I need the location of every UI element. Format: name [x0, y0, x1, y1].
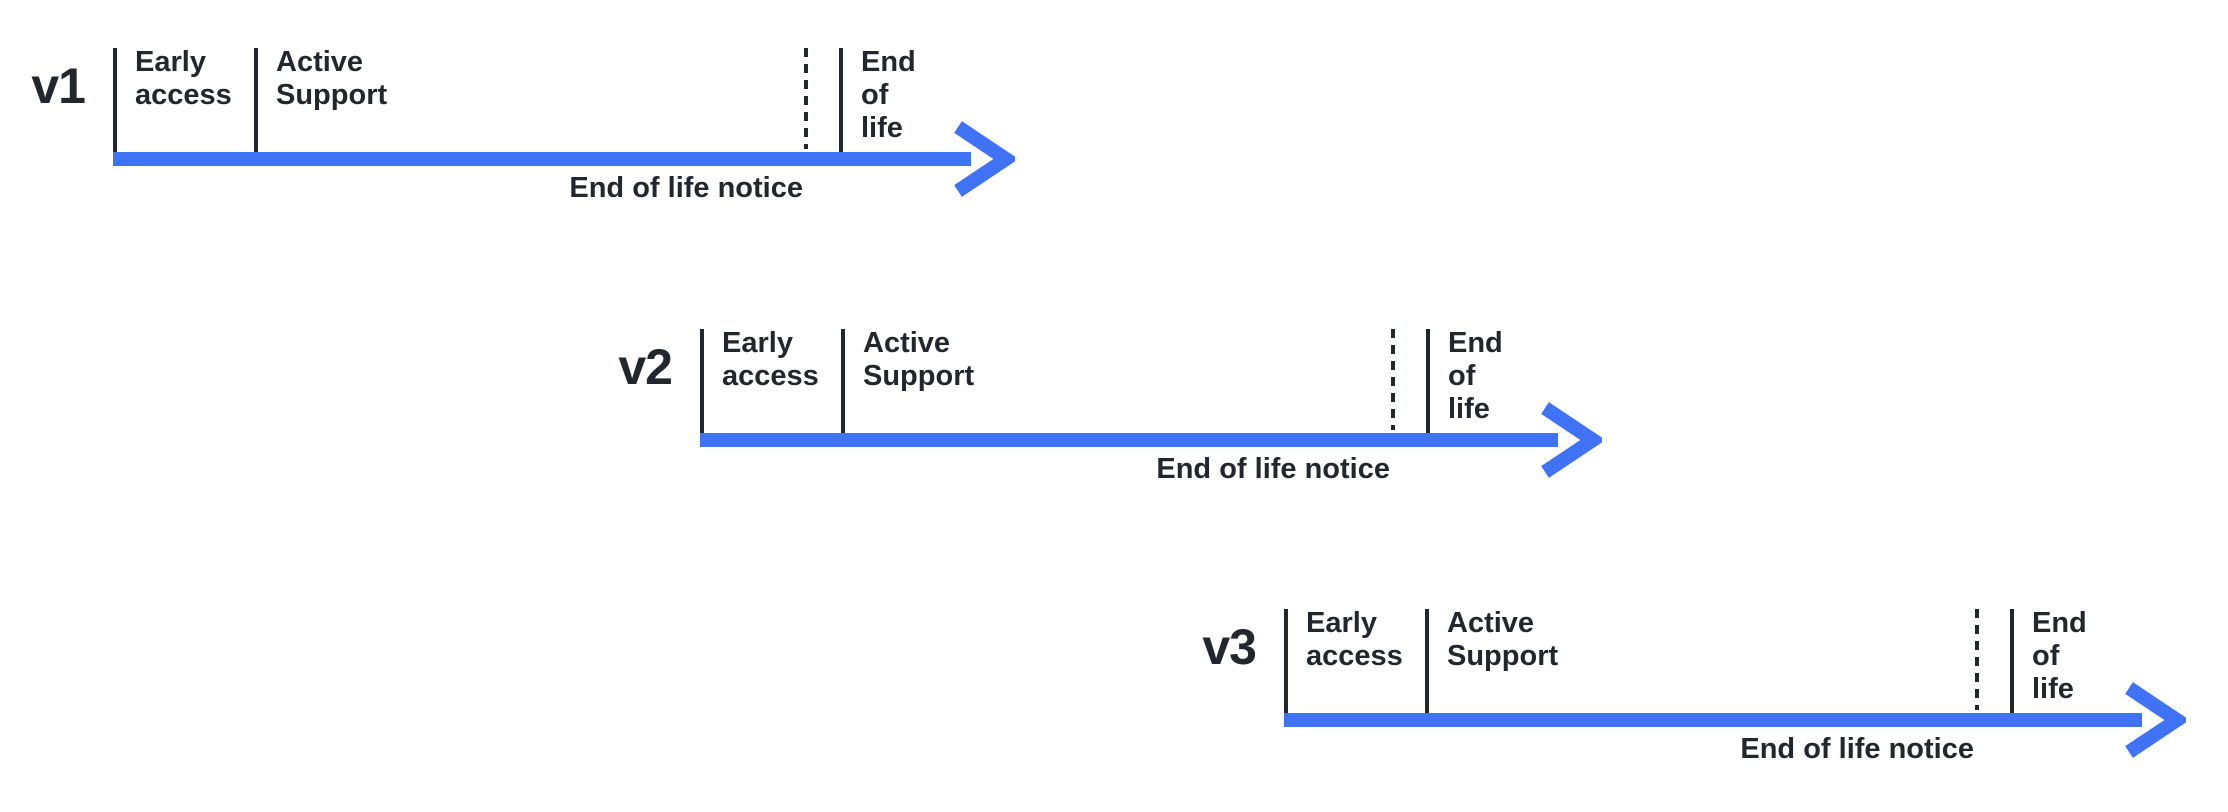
eol-notice-label: End of life notice: [1740, 733, 1974, 765]
end-of-life-tick: [2010, 609, 2014, 713]
eol-notice-dashed-tick: [804, 48, 808, 149]
eol-notice-dashed-tick: [1391, 329, 1395, 430]
end-of-life-tick: [1426, 329, 1430, 433]
early-access-label: Early access: [722, 327, 819, 392]
active-support-label: Active Support: [276, 46, 388, 111]
version-label-v1: v1: [31, 58, 86, 114]
end-of-life-label: End of life: [861, 46, 916, 144]
eol-notice-label: End of life notice: [569, 172, 803, 204]
version-label-v3: v3: [1202, 619, 1257, 675]
early-access-start-tick: [113, 48, 117, 152]
timeline-arrow-icon: [1284, 682, 2186, 758]
end-of-life-label: End of life: [2032, 607, 2087, 705]
early-access-label: Early access: [135, 46, 232, 111]
active-support-start-tick: [254, 48, 258, 152]
early-access-label: Early access: [1306, 607, 1403, 672]
end-of-life-tick: [839, 48, 843, 152]
timeline-arrow-icon: [700, 402, 1602, 478]
active-support-label: Active Support: [863, 327, 975, 392]
early-access-start-tick: [700, 329, 704, 433]
version-label-v2: v2: [618, 339, 673, 395]
active-support-start-tick: [1425, 609, 1429, 713]
active-support-label: Active Support: [1447, 607, 1559, 672]
eol-notice-dashed-tick: [1975, 609, 1979, 710]
early-access-start-tick: [1284, 609, 1288, 713]
active-support-start-tick: [841, 329, 845, 433]
end-of-life-label: End of life: [1448, 327, 1503, 425]
timeline-arrow-icon: [113, 121, 1015, 197]
eol-notice-label: End of life notice: [1156, 453, 1390, 485]
